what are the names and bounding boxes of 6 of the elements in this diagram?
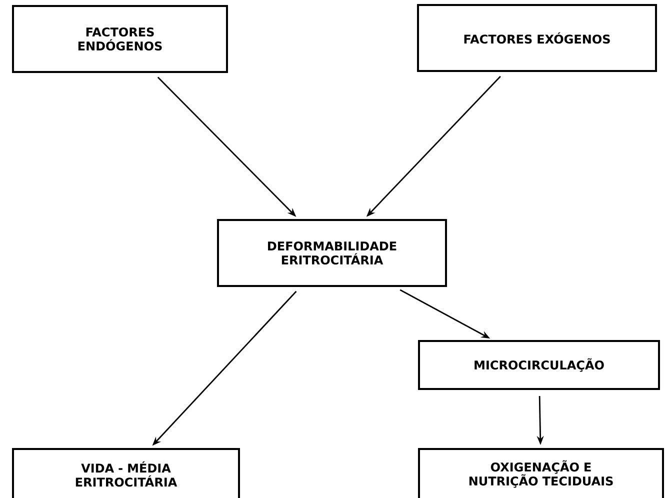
process-box: FACTORES EXÓGENOS [417, 4, 657, 72]
process-box: VIDA - MÉDIA ERITROCITÁRIA [12, 448, 240, 498]
process-box: FACTORES ENDÓGENOS [12, 5, 228, 73]
process-box: OXIGENAÇÃO E NUTRIÇÃO TECIDUAIS [418, 448, 664, 498]
process-box: MICROCIRCULAÇÃO [418, 340, 660, 390]
process-box: DEFORMABILIDADE ERITROCITÁRIA [217, 219, 447, 287]
